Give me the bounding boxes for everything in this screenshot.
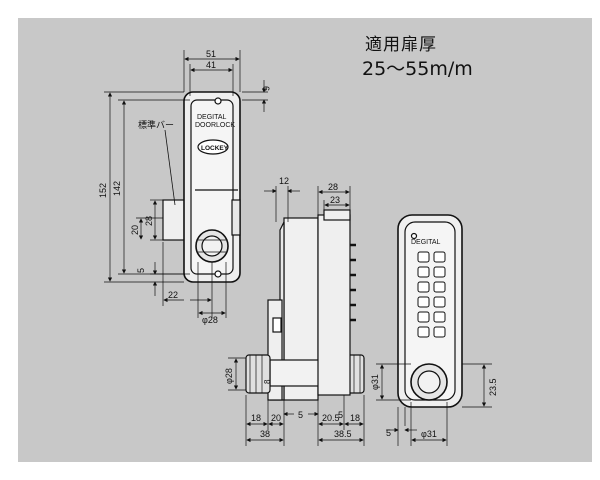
dim-bottom-18b: 18: [350, 413, 360, 423]
latch-bar: [162, 199, 186, 241]
dim-height-152: 152: [98, 183, 108, 198]
keypad-key: [433, 251, 446, 263]
dim-6: 6: [261, 86, 271, 91]
dim-8: 8: [263, 379, 272, 384]
dim-5-keypad: 5: [386, 428, 391, 438]
keypad-key: [417, 296, 430, 308]
dim-phi31-vertical: φ31: [370, 374, 380, 390]
keypad-view: [397, 214, 463, 408]
door-thickness-title: 適用扉厚: [365, 35, 437, 55]
keypad-key: [433, 296, 446, 308]
keypad-keys: [417, 251, 446, 338]
dim-width-41: 41: [206, 60, 216, 70]
dim-height-142: 142: [112, 181, 122, 196]
inside-knob: [245, 354, 271, 394]
dim-bottom-20: 20: [271, 413, 281, 423]
dim-bottom-5b: 5: [338, 410, 343, 420]
lockey-logo: [197, 139, 229, 155]
dim-28: 28: [144, 216, 154, 226]
dim-28-side: 28: [328, 182, 338, 192]
front-logo-text: LOCKEY: [201, 145, 229, 152]
keypad-key: [417, 266, 430, 278]
keypad-key: [417, 326, 430, 338]
keypad-key: [433, 326, 446, 338]
side-dimensions: [228, 186, 365, 446]
keypad-screw-icon: [410, 232, 418, 240]
keypad-key: [417, 281, 430, 293]
front-brand-1: DEGITAL: [197, 114, 227, 121]
dim-22: 22: [168, 290, 178, 300]
keypad-key: [433, 311, 446, 323]
keypad-dimensions: [376, 363, 492, 446]
front-dimensions: [104, 50, 268, 318]
keypad-key: [433, 266, 446, 278]
dim-bottom-38-5: 38.5: [334, 429, 352, 439]
door-thickness-range: 25～55m/m: [362, 58, 473, 80]
dim-23: 23: [330, 195, 340, 205]
dim-bottom-20-5: 20.5: [322, 413, 340, 423]
dim-5-front: 5: [136, 268, 146, 273]
dim-bottom-38: 38: [260, 429, 270, 439]
dim-12: 12: [279, 176, 289, 186]
dim-width-51: 51: [206, 49, 216, 59]
side-view: [245, 209, 365, 401]
dim-phi28-front: φ28: [202, 315, 218, 325]
front-brand-2: DOORLOCK: [195, 122, 235, 129]
keypad-key: [417, 251, 430, 263]
keypad-key: [417, 311, 430, 323]
dim-20: 20: [130, 225, 140, 235]
dim-bottom-5a: 5: [298, 410, 303, 420]
dim-phi31-bottom: φ31: [421, 429, 437, 439]
standard-bar-label: 標準バー: [138, 119, 174, 130]
dim-23-5: 23.5: [488, 378, 498, 396]
top-screw-icon: [214, 97, 222, 105]
dim-phi28-side: φ28: [224, 368, 234, 384]
dim-bottom-18: 18: [251, 413, 261, 423]
keypad-key: [433, 281, 446, 293]
keypad-brand: DEGITAL: [411, 239, 441, 246]
bottom-screw-icon: [214, 270, 222, 278]
front-view: [162, 91, 241, 283]
